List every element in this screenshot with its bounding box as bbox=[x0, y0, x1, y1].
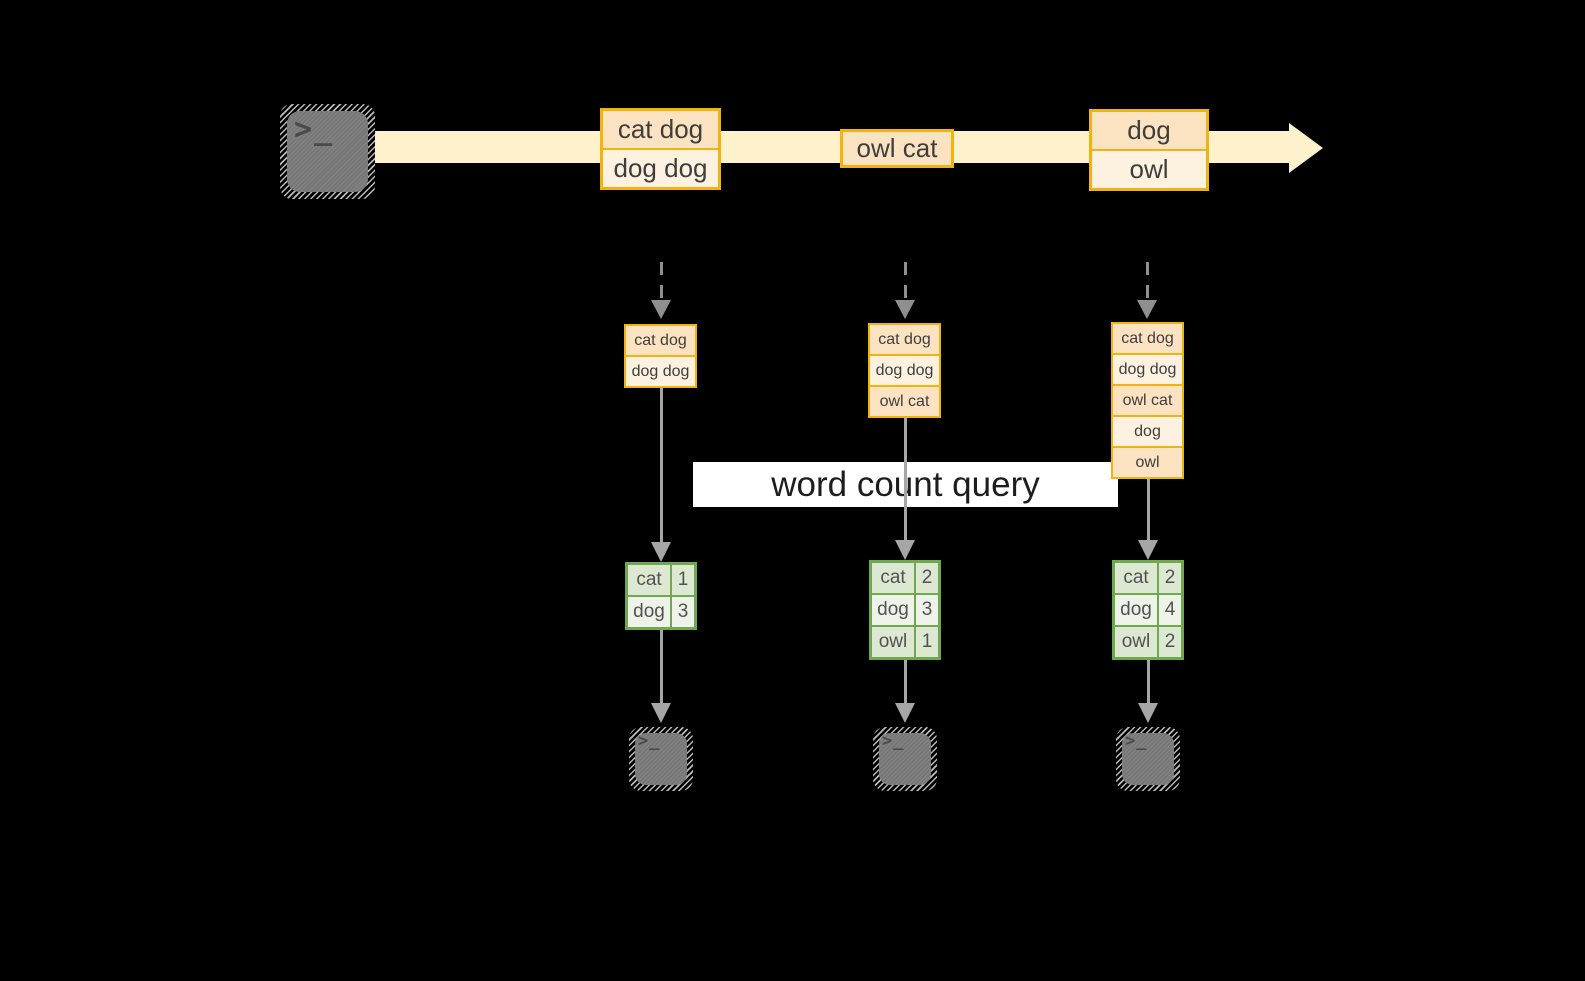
connector-line bbox=[660, 630, 663, 705]
record-stack-2: cat dog dog dog owl cat bbox=[868, 323, 941, 418]
terminal-body bbox=[287, 111, 368, 192]
terminal-sink-icon: >_ bbox=[873, 727, 937, 791]
word-cell: owl bbox=[1115, 627, 1157, 657]
stack-row: cat dog bbox=[1113, 324, 1182, 353]
connector-arrow-icon bbox=[895, 540, 915, 560]
record-stack-1: cat dog dog dog bbox=[624, 324, 697, 388]
stack-row: cat dog bbox=[626, 326, 695, 355]
connector-arrow-icon bbox=[1138, 540, 1158, 560]
stack-row: owl bbox=[1113, 448, 1182, 477]
stack-row: owl cat bbox=[1113, 386, 1182, 415]
connector-arrow-icon bbox=[895, 703, 915, 723]
terminal-body bbox=[635, 733, 687, 785]
connector-line bbox=[904, 418, 907, 540]
word-count-table-2: cat 2 dog 3 owl 1 bbox=[869, 560, 941, 660]
stream-event-1: cat dog dog dog bbox=[600, 108, 721, 190]
count-cell: 1 bbox=[672, 565, 694, 595]
terminal-sink-icon: >_ bbox=[1116, 727, 1180, 791]
terminal-prompt-glyph: >_ bbox=[882, 731, 905, 751]
count-cell: 2 bbox=[916, 563, 938, 593]
connector-line bbox=[1147, 479, 1150, 540]
word-cell: cat bbox=[872, 563, 914, 593]
stack-row: dog bbox=[1113, 417, 1182, 446]
stack-row: dog dog bbox=[870, 356, 939, 385]
word-cell: dog bbox=[1115, 595, 1157, 625]
stack-row: cat dog bbox=[870, 325, 939, 354]
connector-arrow-icon bbox=[1138, 703, 1158, 723]
terminal-prompt-glyph: >_ bbox=[638, 731, 661, 751]
table-row: dog 3 bbox=[872, 595, 938, 625]
table-row: cat 2 bbox=[872, 563, 938, 593]
dashed-arrow-head-icon bbox=[651, 300, 671, 319]
terminal-sink-icon: >_ bbox=[629, 727, 693, 791]
connector-line bbox=[904, 660, 907, 705]
count-cell: 1 bbox=[916, 627, 938, 657]
dashed-arrow-line bbox=[1146, 262, 1149, 300]
count-cell: 2 bbox=[1159, 563, 1181, 593]
word-cell: cat bbox=[628, 565, 670, 595]
terminal-body bbox=[879, 733, 931, 785]
event-line: owl cat bbox=[843, 132, 951, 165]
dashed-arrow-line bbox=[660, 262, 663, 300]
stream-event-2: owl cat bbox=[840, 129, 954, 168]
connector-line bbox=[660, 388, 663, 542]
terminal-prompt-glyph: >_ bbox=[1125, 731, 1148, 751]
dashed-arrow-line bbox=[904, 262, 907, 300]
dashed-arrow-head-icon bbox=[1137, 300, 1157, 319]
event-line: cat dog bbox=[603, 111, 718, 148]
stack-row: owl cat bbox=[870, 387, 939, 416]
event-line: owl bbox=[1092, 151, 1206, 188]
word-cell: owl bbox=[872, 627, 914, 657]
count-cell: 3 bbox=[916, 595, 938, 625]
table-row: dog 3 bbox=[628, 597, 694, 627]
table-row: owl 1 bbox=[872, 627, 938, 657]
word-cell: dog bbox=[872, 595, 914, 625]
count-cell: 3 bbox=[672, 597, 694, 627]
table-row: cat 1 bbox=[628, 565, 694, 595]
event-line: dog bbox=[1092, 112, 1206, 149]
stream-event-3: dog owl bbox=[1089, 109, 1209, 191]
terminal-prompt-glyph: >_ bbox=[294, 112, 335, 147]
terminal-body bbox=[1122, 733, 1174, 785]
table-row: owl 2 bbox=[1115, 627, 1181, 657]
terminal-source-icon: >_ bbox=[280, 104, 375, 199]
event-line: dog dog bbox=[603, 150, 718, 187]
connector-arrow-icon bbox=[651, 542, 671, 562]
count-cell: 2 bbox=[1159, 627, 1181, 657]
dashed-arrow-head-icon bbox=[895, 300, 915, 319]
stream-arrowhead-icon bbox=[1289, 123, 1323, 173]
stack-row: dog dog bbox=[626, 357, 695, 386]
connector-arrow-icon bbox=[651, 703, 671, 723]
table-row: dog 4 bbox=[1115, 595, 1181, 625]
table-row: cat 2 bbox=[1115, 563, 1181, 593]
word-cell: cat bbox=[1115, 563, 1157, 593]
word-cell: dog bbox=[628, 597, 670, 627]
record-stack-3: cat dog dog dog owl cat dog owl bbox=[1111, 322, 1184, 479]
count-cell: 4 bbox=[1159, 595, 1181, 625]
word-count-table-3: cat 2 dog 4 owl 2 bbox=[1112, 560, 1184, 660]
connector-line bbox=[1147, 660, 1150, 705]
stack-row: dog dog bbox=[1113, 355, 1182, 384]
word-count-table-1: cat 1 dog 3 bbox=[625, 562, 697, 630]
